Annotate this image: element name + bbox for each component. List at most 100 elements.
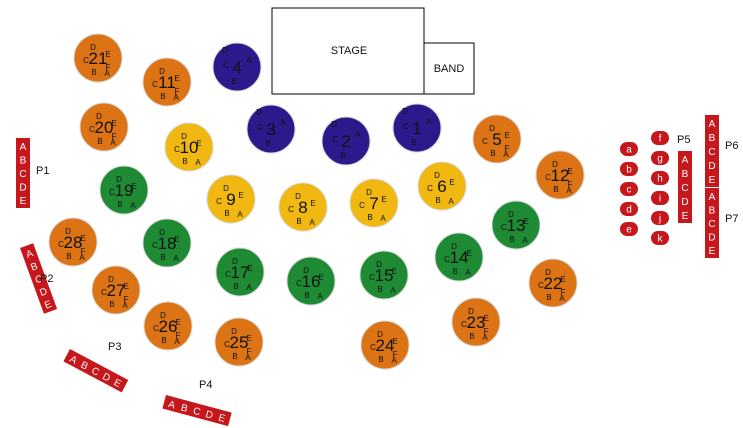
seat-a[interactable]: A <box>426 117 432 126</box>
table-circle[interactable] <box>349 178 399 228</box>
seat-d[interactable]: D <box>366 188 372 197</box>
seat-b[interactable]: B <box>161 336 166 345</box>
seat-a[interactable]: A <box>104 69 110 78</box>
seat-e[interactable]: E <box>392 337 397 346</box>
row-seat-c[interactable]: C <box>89 365 101 378</box>
seat-pill[interactable] <box>620 142 638 156</box>
single-seat-g[interactable]: g <box>651 151 669 165</box>
table-circle[interactable] <box>535 150 585 200</box>
single-seat-d[interactable]: d <box>620 202 638 216</box>
seat-pill[interactable] <box>620 222 638 236</box>
seat-b[interactable]: B <box>66 252 71 261</box>
table-circle[interactable] <box>472 114 522 164</box>
seat-d[interactable]: D <box>116 175 122 184</box>
seat-d[interactable]: D <box>90 43 96 52</box>
seat-c[interactable]: C <box>538 281 544 290</box>
seat-c[interactable]: C <box>359 201 365 210</box>
seat-c[interactable]: C <box>225 270 231 279</box>
table-circle[interactable] <box>142 218 192 268</box>
row-seat-b[interactable]: B <box>709 133 716 144</box>
seat-f[interactable]: F <box>176 331 181 340</box>
seat-c[interactable]: C <box>545 173 551 182</box>
row-seat-d[interactable]: D <box>100 371 112 384</box>
seat-d[interactable]: D <box>376 260 382 269</box>
table-circle[interactable] <box>278 182 328 232</box>
seat-d[interactable]: D <box>489 124 495 133</box>
seat-c[interactable]: C <box>83 56 89 65</box>
seat-a[interactable]: A <box>195 158 201 167</box>
row-seat-d[interactable]: D <box>19 183 26 194</box>
table-circle[interactable] <box>451 297 501 347</box>
table-circle[interactable] <box>73 33 123 83</box>
seat-e[interactable]: E <box>246 334 251 343</box>
row-bar[interactable] <box>705 188 719 258</box>
seat-d[interactable]: D <box>545 268 551 277</box>
row-seat-b[interactable]: B <box>682 169 689 180</box>
row-bar[interactable] <box>16 138 30 208</box>
seat-b[interactable]: B <box>265 139 270 148</box>
row-seat-b[interactable]: B <box>20 156 27 167</box>
seat-c[interactable]: C <box>101 288 107 297</box>
seat-f[interactable]: F <box>81 247 86 256</box>
seat-a[interactable]: A <box>174 337 180 346</box>
seat-pill[interactable] <box>651 131 669 145</box>
table-circle[interactable] <box>142 57 192 107</box>
seat-f[interactable]: F <box>247 347 252 356</box>
seat-c[interactable]: C <box>223 61 229 70</box>
table-circle[interactable] <box>206 174 256 224</box>
seat-pill[interactable] <box>620 182 638 196</box>
row-seat-d[interactable]: D <box>204 409 214 421</box>
seat-d[interactable]: D <box>434 171 440 180</box>
seat-a[interactable]: A <box>448 197 454 206</box>
seat-e[interactable]: E <box>567 167 572 176</box>
seat-e[interactable]: E <box>560 275 565 284</box>
row-seat-e[interactable]: E <box>20 196 27 207</box>
seat-a[interactable]: A <box>173 254 179 263</box>
seat-c[interactable]: C <box>224 340 230 349</box>
single-seat-e[interactable]: e <box>620 222 638 236</box>
seat-f[interactable]: F <box>561 288 566 297</box>
seat-b[interactable]: B <box>469 332 474 341</box>
seat-b[interactable]: B <box>435 196 440 205</box>
row-seat-b[interactable]: B <box>29 261 39 274</box>
seat-a[interactable]: A <box>465 268 471 277</box>
seat-b[interactable]: B <box>296 217 301 226</box>
row-seat-c[interactable]: C <box>192 406 202 418</box>
seat-e[interactable]: E <box>381 195 386 204</box>
table-circle[interactable] <box>91 265 141 315</box>
table-circle[interactable] <box>214 317 264 367</box>
seat-e[interactable]: E <box>310 199 315 208</box>
seat-a[interactable]: A <box>390 286 396 295</box>
table-circle[interactable] <box>246 104 296 154</box>
seat-d[interactable]: D <box>160 311 166 320</box>
table-circle[interactable] <box>491 200 541 250</box>
seat-e[interactable]: E <box>105 50 110 59</box>
table-circle[interactable] <box>48 217 98 267</box>
single-seat-k[interactable]: k <box>651 231 669 245</box>
single-seat-f[interactable]: f <box>651 131 669 145</box>
seat-a[interactable]: A <box>566 186 572 195</box>
seat-c[interactable]: C <box>482 137 488 146</box>
seat-d[interactable]: D <box>96 112 102 121</box>
seat-a[interactable]: A <box>237 210 243 219</box>
row-seat-b[interactable]: B <box>179 402 189 414</box>
seat-d[interactable]: D <box>222 46 228 55</box>
seat-a[interactable]: A <box>380 214 386 223</box>
row-seat-a[interactable]: A <box>20 142 27 153</box>
seat-d[interactable]: D <box>256 108 262 117</box>
seat-pill[interactable] <box>651 151 669 165</box>
seat-d[interactable]: D <box>181 132 187 141</box>
single-seat-j[interactable]: j <box>651 211 669 225</box>
